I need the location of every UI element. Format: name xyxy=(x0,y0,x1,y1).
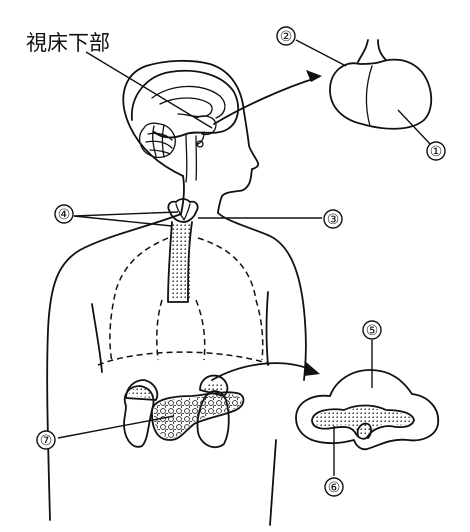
svg-text:⑥: ⑥ xyxy=(328,480,341,496)
brain-corpus xyxy=(151,85,226,119)
cerebellum xyxy=(138,122,176,159)
marker-3: ③ xyxy=(323,209,343,229)
leader-7 xyxy=(57,415,175,439)
brainstem xyxy=(185,133,188,183)
brain-thalamus xyxy=(195,115,217,136)
adrenal-cortex-notch xyxy=(356,422,372,439)
pancreas xyxy=(151,391,245,441)
leader-1 xyxy=(397,109,433,147)
diaphragm xyxy=(97,351,271,366)
svg-text:⑤: ⑤ xyxy=(366,323,379,339)
marker-6: ⑥ xyxy=(324,477,344,497)
leader-2 xyxy=(295,39,347,67)
leader-4b xyxy=(73,211,179,217)
marker-4: ④ xyxy=(54,204,74,224)
adrenal-large-outline xyxy=(295,369,440,451)
pituitary-small xyxy=(196,140,204,148)
thyroid xyxy=(167,198,199,223)
arrow-head-adrenal xyxy=(304,362,320,376)
pituitary-lobe-line xyxy=(365,65,373,127)
head-outline xyxy=(122,59,260,214)
brain-outline xyxy=(131,69,240,139)
svg-text:②: ② xyxy=(280,29,293,45)
neck-left xyxy=(180,175,185,215)
svg-text:④: ④ xyxy=(58,207,71,223)
svg-text:③: ③ xyxy=(327,212,340,228)
arm-right-inner xyxy=(265,291,269,366)
arrow-to-pituitary xyxy=(213,77,317,125)
mediastinum-right xyxy=(195,299,206,361)
torso-right xyxy=(217,212,307,381)
arrow-to-adrenal xyxy=(211,362,313,381)
marker-1: ① xyxy=(426,141,446,161)
adrenal-left xyxy=(125,379,159,401)
arrow-head-pituitary xyxy=(306,70,322,82)
pancreas-texture xyxy=(153,394,242,438)
marker-5: ⑤ xyxy=(362,320,382,340)
pituitary-stalk-large xyxy=(357,39,387,63)
adrenal-medulla xyxy=(311,404,415,440)
adrenal-medulla-dots xyxy=(314,407,412,437)
torso-right-lower xyxy=(269,439,277,526)
leader-4a xyxy=(73,215,173,227)
lung-right xyxy=(197,237,264,361)
kidney-left xyxy=(123,385,155,448)
pituitary-large xyxy=(329,58,433,130)
trachea-dots xyxy=(170,224,190,300)
arm-left-inner xyxy=(91,303,103,373)
label-hypothalamus: 視床下部 xyxy=(26,31,110,55)
hypothalamus-leader xyxy=(85,51,213,129)
torso-left xyxy=(46,213,182,521)
marker-2: ② xyxy=(276,26,296,46)
marker-7: ⑦ xyxy=(36,430,56,450)
pituitary-stalk xyxy=(197,131,205,145)
lung-left xyxy=(109,237,169,363)
svg-text:①: ① xyxy=(430,144,443,160)
svg-text:⑦: ⑦ xyxy=(40,433,53,449)
mediastinum-left xyxy=(156,299,163,361)
